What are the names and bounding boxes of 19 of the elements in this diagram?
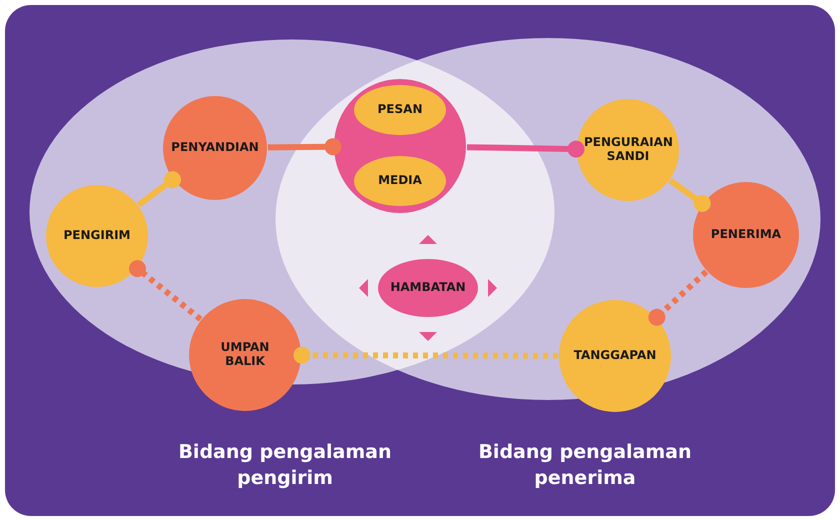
stage-label: PENGIRIM — [64, 229, 130, 243]
connector-line — [466, 140, 584, 158]
stage-ellipse — [354, 156, 446, 206]
field-caption: Bidang pengalaman penerima — [477, 440, 693, 491]
field-caption: Bidang pengalaman pengirim — [177, 440, 393, 491]
stage-ellipse — [354, 85, 446, 135]
stage-label: PESAN — [378, 103, 422, 117]
stage-label: PENGURAIAN SANDI — [584, 136, 672, 164]
dashed-connector — [648, 269, 708, 326]
stage-label: UMPAN BALIK — [220, 341, 270, 369]
dashed-connector — [294, 346, 558, 364]
dashed-connector — [129, 260, 202, 322]
connector-line — [668, 178, 711, 212]
stage-label: TANGGAPAN — [574, 349, 656, 363]
stage-label: PENERIMA — [710, 228, 782, 242]
stage-label: PENYANDIAN — [171, 141, 259, 155]
connector-line — [268, 138, 342, 156]
stage-label: MEDIA — [378, 174, 422, 188]
stage-label: HAMBATAN — [390, 281, 466, 295]
